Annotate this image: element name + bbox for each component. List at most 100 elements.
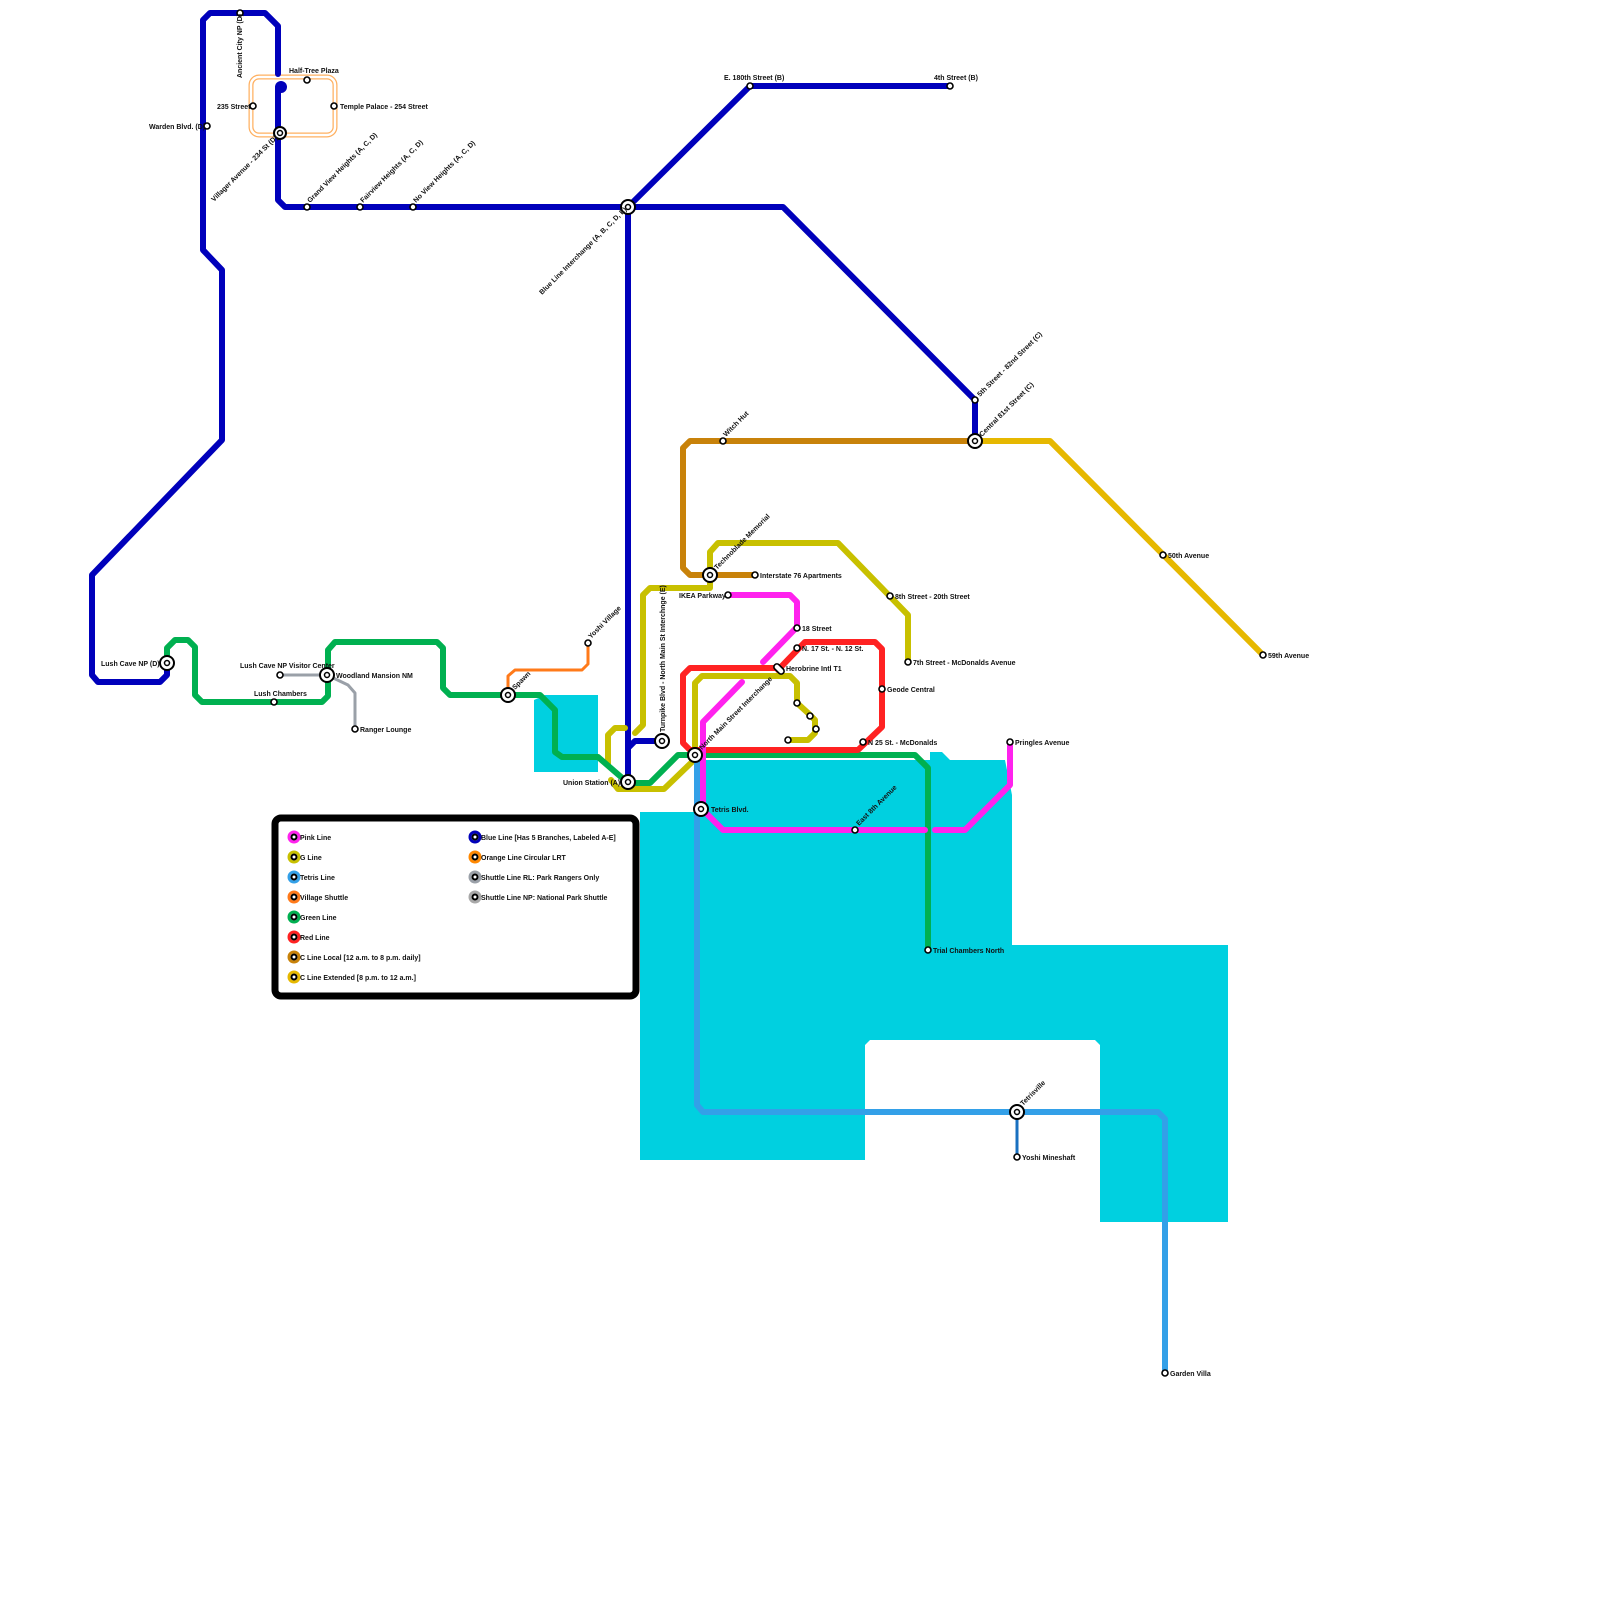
label-18-street: 18 Street: [802, 626, 832, 633]
label-n17: N. 17 St. - N. 12 St.: [802, 646, 864, 653]
station-herobrine[interactable]: [773, 663, 786, 676]
station-ikea[interactable]: [724, 591, 732, 599]
station-lush-visitor[interactable]: [276, 671, 284, 679]
station-witch-hut[interactable]: [719, 437, 727, 445]
label-50th: 50th Avenue: [1168, 553, 1209, 560]
legend-blue: Blue Line [Has 5 Branches, Labeled A-E]: [468, 830, 616, 844]
label-yoshi-village: Yoshi Village: [587, 605, 622, 640]
label-pringles: Pringles Avenue: [1015, 740, 1069, 747]
station-235[interactable]: [249, 102, 257, 110]
station-blue-interchange[interactable]: [620, 199, 636, 215]
green-line: [164, 637, 931, 953]
station-technoblade[interactable]: [702, 567, 718, 583]
c-line-local: [680, 438, 978, 578]
svg-text:Shuttle Line NP: National Park: Shuttle Line NP: National Park Shuttle: [481, 895, 608, 902]
legend-pink: Pink Line: [287, 830, 331, 844]
legend-left: Pink Line G Line Tetris Line Village Shu…: [287, 830, 421, 984]
station-59th[interactable]: [1259, 651, 1267, 659]
legend-shuttle-np: Shuttle Line NP: National Park Shuttle: [468, 890, 608, 904]
station-g-loop-2[interactable]: [806, 712, 814, 720]
label-fairview: Fairview Heights (A, C, D): [359, 139, 424, 204]
label-herobrine: Herobrine Intl T1: [786, 666, 842, 673]
station-fairview[interactable]: [356, 203, 364, 211]
label-tetrisville: Tetrisville: [1019, 1080, 1047, 1108]
label-lush-visitor: Lush Cave NP Visitor Center: [240, 663, 335, 670]
label-blue-interchange: Blue Line Interchange (A, B, C, D, E): [538, 206, 628, 296]
station-warden[interactable]: [203, 122, 211, 130]
station-north-main[interactable]: [687, 747, 703, 763]
label-lush-chambers: Lush Chambers: [254, 691, 307, 698]
legend-red: Red Line: [287, 930, 330, 944]
svg-text:Red Line: Red Line: [300, 935, 330, 942]
label-warden: Warden Blvd. (D): [149, 124, 205, 131]
station-n17[interactable]: [793, 644, 801, 652]
station-no-view[interactable]: [409, 203, 417, 211]
station-yoshi-village[interactable]: [584, 639, 592, 647]
station-spawn[interactable]: [500, 687, 516, 703]
station-n25[interactable]: [859, 738, 867, 746]
label-lush-cave: Lush Cave NP (D): [101, 661, 160, 668]
label-half-tree: Half-Tree Plaza: [289, 68, 339, 75]
blue-line-main: [89, 10, 281, 685]
label-witch-hut: Witch Hut: [722, 410, 750, 438]
pink-line-east: [932, 739, 1013, 833]
legend-g: G Line: [287, 850, 322, 864]
station-4th[interactable]: [946, 82, 954, 90]
legend-village: Village Shuttle: [287, 890, 348, 904]
station-8th-20th[interactable]: [886, 592, 894, 600]
station-interstate76[interactable]: [751, 571, 759, 579]
station-g-loop-1[interactable]: [793, 699, 801, 707]
station-g-loop-3[interactable]: [812, 725, 820, 733]
station-pringles[interactable]: [1006, 738, 1014, 746]
label-e180: E. 180th Street (B): [724, 75, 784, 82]
label-geode: Geode Central: [887, 687, 935, 694]
legend-shuttle-rl: Shuttle Line RL: Park Rangers Only: [468, 870, 599, 884]
station-union[interactable]: [620, 774, 636, 790]
label-7th-mcd: 7th Street - McDonalds Avenue: [913, 660, 1016, 667]
station-central-81[interactable]: [967, 433, 983, 449]
g-line-south: [605, 725, 628, 768]
station-lush-cave[interactable]: [159, 655, 175, 671]
station-5th-82nd[interactable]: [971, 396, 979, 404]
svg-text:C Line Local [12 a.m. to 8 p.m: C Line Local [12 a.m. to 8 p.m. daily]: [300, 955, 421, 962]
legend-green: Green Line: [287, 910, 337, 924]
c-line-extended: [972, 438, 1266, 658]
g-line-north: [632, 540, 911, 736]
station-garden[interactable]: [1161, 1369, 1169, 1377]
village-shuttle: [506, 641, 590, 697]
legend: Pink Line G Line Tetris Line Village Shu…: [271, 814, 640, 1000]
station-tetris-blvd[interactable]: [693, 801, 709, 817]
station-half-tree[interactable]: [303, 76, 311, 84]
water-large: [640, 752, 1228, 1222]
station-tetrisville[interactable]: [1009, 1104, 1025, 1120]
station-geode[interactable]: [878, 685, 886, 693]
tetris-line: [694, 752, 1168, 1376]
station-e180[interactable]: [746, 82, 754, 90]
station-lush-chambers[interactable]: [270, 698, 278, 706]
label-no-view: No View Heights (A, C, D): [412, 140, 477, 205]
pink-line-north: [725, 592, 800, 665]
station-yoshi-mine[interactable]: [1013, 1153, 1021, 1161]
station-woodland[interactable]: [319, 667, 335, 683]
label-villager-ave: Villager Avenue - 234 St (D): [210, 135, 279, 204]
station-villager-ave[interactable]: [273, 126, 287, 140]
station-7th-mcd[interactable]: [904, 658, 912, 666]
svg-text:G Line: G Line: [300, 855, 322, 862]
station-18-street[interactable]: [793, 624, 801, 632]
legend-tetris: Tetris Line: [287, 870, 335, 884]
station-g-loop-4[interactable]: [784, 736, 792, 744]
station-temple-palace[interactable]: [330, 102, 338, 110]
blue-line-terminal: [275, 81, 287, 93]
station-east8[interactable]: [851, 826, 859, 834]
station-50th[interactable]: [1159, 551, 1167, 559]
shuttle-rl: [325, 673, 357, 730]
station-grand-view[interactable]: [303, 203, 311, 211]
svg-text:Village Shuttle: Village Shuttle: [300, 895, 348, 902]
legend-c-local: C Line Local [12 a.m. to 8 p.m. daily]: [287, 950, 421, 964]
station-trial[interactable]: [924, 946, 932, 954]
station-ranger-lounge[interactable]: [351, 725, 359, 733]
svg-text:Green Line: Green Line: [300, 915, 337, 922]
legend-orange: Orange Line Circular LRT: [468, 850, 567, 864]
station-turnpike[interactable]: [654, 733, 670, 749]
station-ancient-city[interactable]: [236, 9, 244, 17]
